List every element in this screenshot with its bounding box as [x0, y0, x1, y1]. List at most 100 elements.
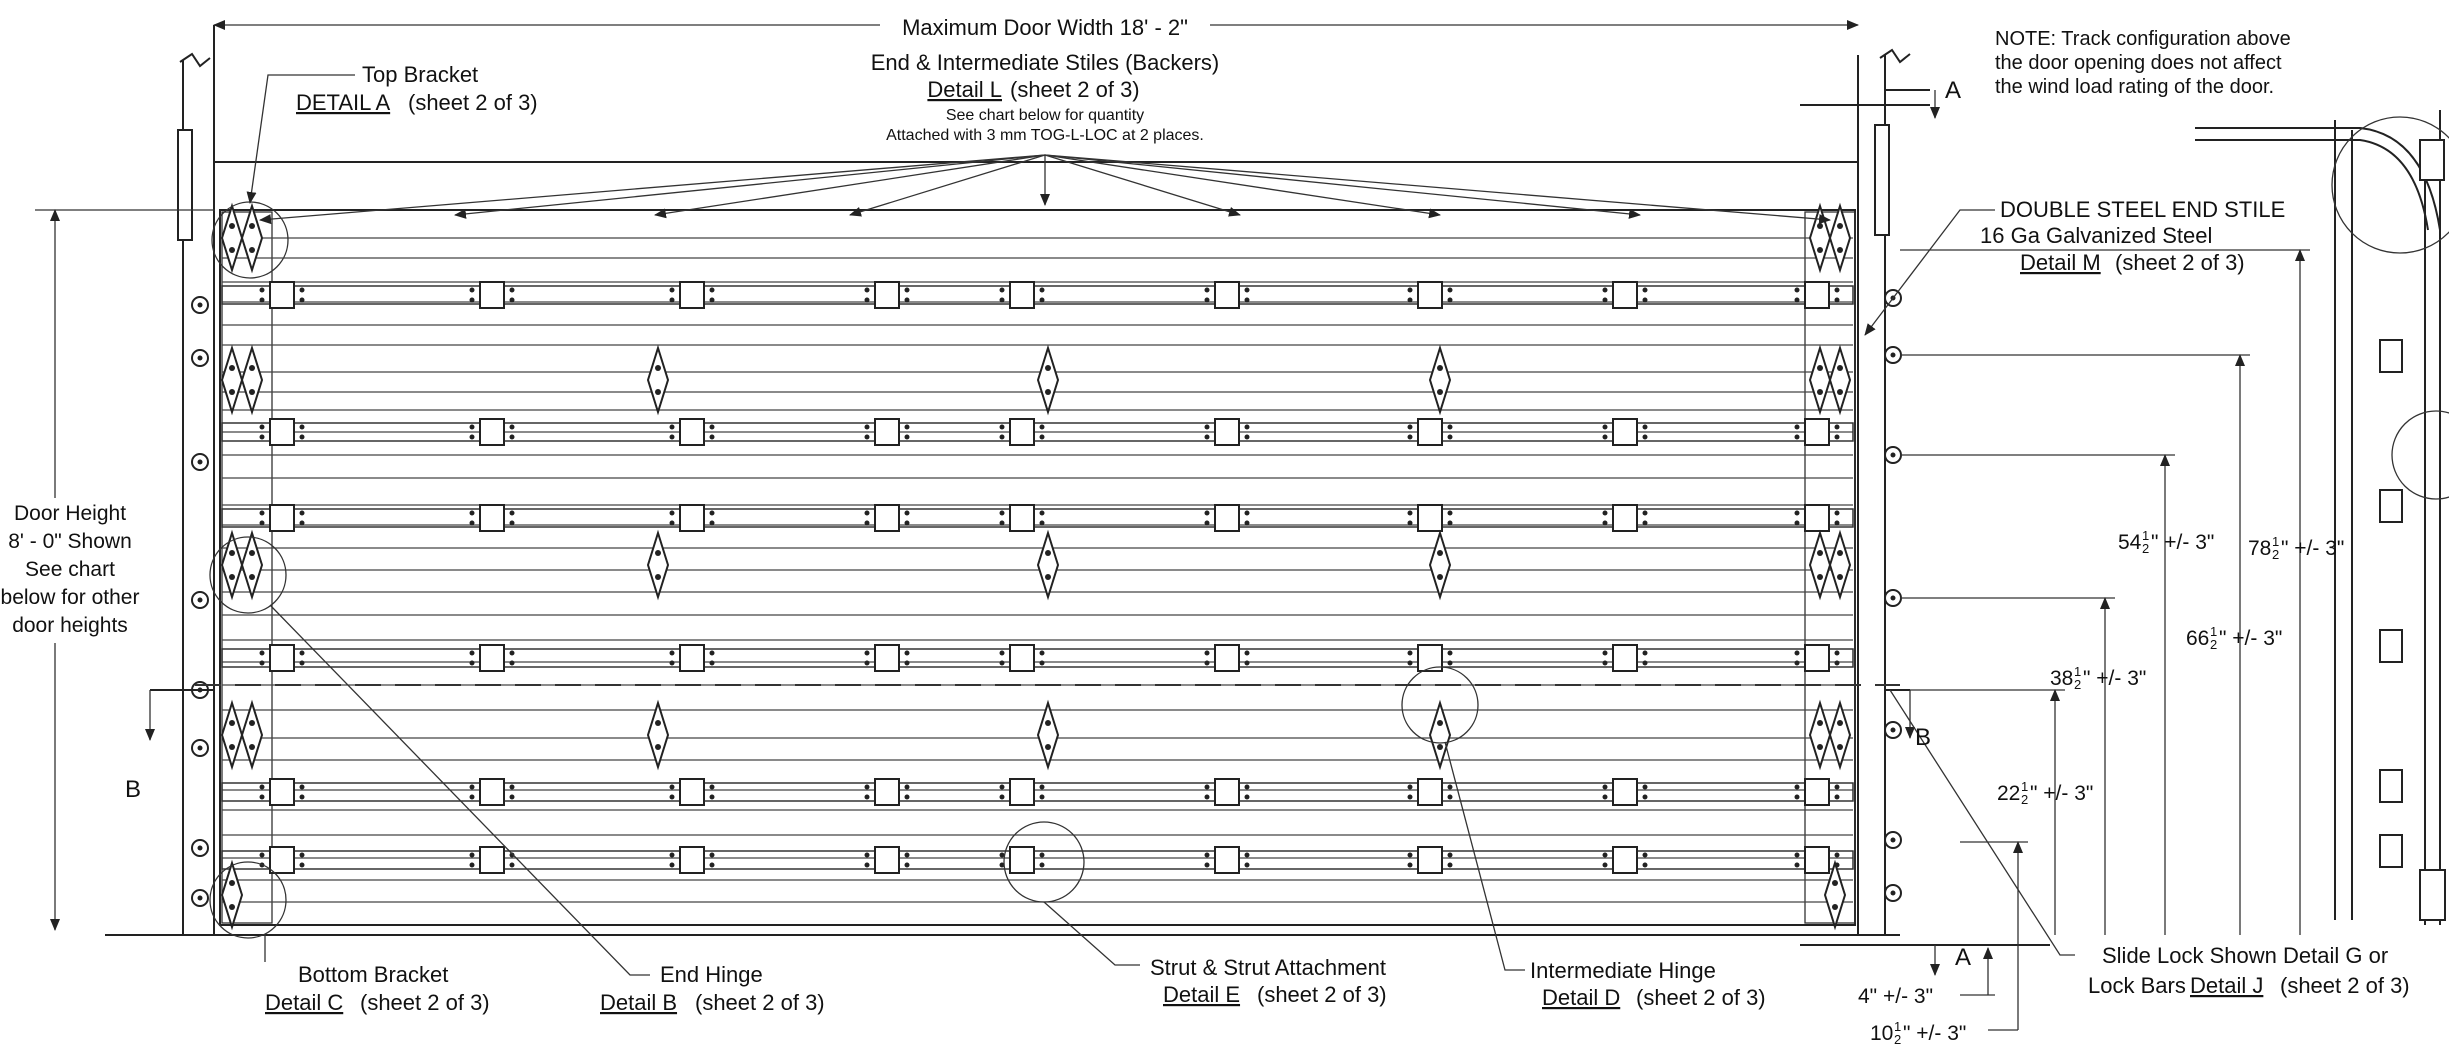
fastener	[1602, 297, 1608, 303]
track-side-view	[2195, 110, 2449, 925]
dim-rest: " +/- 3"	[2030, 782, 2093, 805]
fastener	[1039, 852, 1045, 858]
fastener	[299, 520, 305, 526]
fastener	[1204, 650, 1210, 656]
slide-lock-label: Slide Lock Shown Detail G or	[2102, 943, 2388, 968]
hinge	[240, 344, 264, 416]
fastener	[669, 650, 675, 656]
dim-frac-den: 2	[2210, 637, 2217, 652]
hinge	[1036, 344, 1060, 416]
fastener	[1045, 720, 1051, 726]
fastener	[709, 660, 715, 666]
fastener	[1837, 247, 1843, 253]
stile-block	[1214, 778, 1240, 806]
fastener	[1244, 287, 1250, 293]
fastener	[1642, 862, 1648, 868]
stile-block	[874, 504, 900, 532]
detail-d-ref: Detail D	[1542, 985, 1620, 1010]
stile-block	[1612, 504, 1638, 532]
fastener	[469, 784, 475, 790]
fastener	[1045, 574, 1051, 580]
stile-block	[1612, 778, 1638, 806]
hinge	[240, 202, 264, 274]
dim-rest: " +/- 3"	[2219, 627, 2282, 650]
stile-block	[1804, 846, 1830, 874]
roller-axle	[197, 597, 203, 603]
stile-block	[679, 846, 705, 874]
roller-axle	[1890, 352, 1896, 358]
fastener	[999, 660, 1005, 666]
fastener	[1447, 510, 1453, 516]
fastener	[1407, 852, 1413, 858]
fastener	[249, 365, 255, 371]
detail-b-ref: Detail B	[600, 990, 677, 1015]
fastener	[709, 297, 715, 303]
strut	[221, 422, 1854, 442]
fastener	[249, 223, 255, 229]
fastener	[469, 510, 475, 516]
fastener	[669, 520, 675, 526]
fastener	[1244, 650, 1250, 656]
fastener	[229, 365, 235, 371]
dim-frac-den: 2	[2074, 677, 2081, 692]
detail-c-ref: Detail C	[265, 990, 343, 1015]
stile-block	[1612, 281, 1638, 309]
detail-l-sheet: (sheet 2 of 3)	[1010, 77, 1140, 102]
fastener	[904, 852, 910, 858]
fastener	[1039, 862, 1045, 868]
fastener	[1642, 784, 1648, 790]
fastener	[655, 365, 661, 371]
fastener	[709, 794, 715, 800]
fastener	[1204, 520, 1210, 526]
fastener	[249, 247, 255, 253]
fastener	[1602, 660, 1608, 666]
stile-block	[679, 778, 705, 806]
fastener	[1244, 434, 1250, 440]
fastener	[229, 720, 235, 726]
note-line-3: the wind load rating of the door.	[1995, 76, 2274, 98]
fastener	[1204, 434, 1210, 440]
fastener	[1642, 520, 1648, 526]
dim-frac-num: 1	[1894, 1019, 1901, 1034]
stile-block	[269, 281, 295, 309]
stile-block	[1214, 846, 1240, 874]
stile-block	[1612, 644, 1638, 672]
fastener	[1244, 862, 1250, 868]
dim-frac-den: 2	[2272, 547, 2279, 562]
fastener	[229, 247, 235, 253]
fastener	[1437, 550, 1443, 556]
fastener	[1407, 660, 1413, 666]
fastener	[1039, 650, 1045, 656]
fastener	[669, 297, 675, 303]
dim-frac-num: 1	[2142, 528, 2149, 543]
fastener	[509, 287, 515, 293]
fastener	[1834, 510, 1840, 516]
fastener	[1447, 784, 1453, 790]
fastener	[1447, 434, 1453, 440]
fastener	[229, 550, 235, 556]
fastener	[1794, 434, 1800, 440]
fastener	[509, 660, 515, 666]
fastener	[1817, 365, 1823, 371]
fastener	[864, 287, 870, 293]
section-a-bottom: A	[1955, 944, 1971, 971]
fastener	[229, 904, 235, 910]
dim-frac-num: 1	[2074, 664, 2081, 679]
fastener	[655, 744, 661, 750]
door-height-line-5: door heights	[12, 614, 128, 637]
fastener	[259, 297, 265, 303]
fastener	[1794, 424, 1800, 430]
stile-block	[1214, 281, 1240, 309]
hinge	[240, 699, 264, 771]
section-b-right: B	[1915, 724, 1931, 751]
stile-block	[269, 846, 295, 874]
fastener	[299, 794, 305, 800]
fastener	[469, 852, 475, 858]
fastener	[1447, 650, 1453, 656]
fastener	[469, 424, 475, 430]
door-height-line-1: Door Height	[14, 502, 126, 525]
dim-rest: " +/- 3"	[1903, 1022, 1966, 1045]
